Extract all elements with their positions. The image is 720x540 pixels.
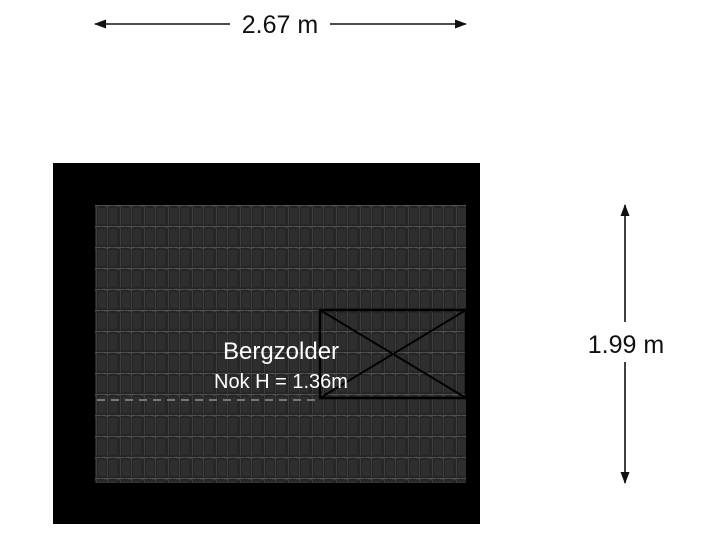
roof-hatch bbox=[318, 308, 468, 400]
width-dimension: 2.67 m bbox=[94, 11, 467, 39]
room-name: Bergzolder bbox=[223, 338, 339, 365]
room-ridge-height: Nok H = 1.36m bbox=[214, 371, 348, 393]
height-dimension: 1.99 m bbox=[588, 204, 664, 484]
roof-tile-area bbox=[95, 205, 466, 483]
width-dimension-label: 2.67 m bbox=[242, 11, 318, 39]
height-dimension-label: 1.99 m bbox=[588, 331, 664, 359]
